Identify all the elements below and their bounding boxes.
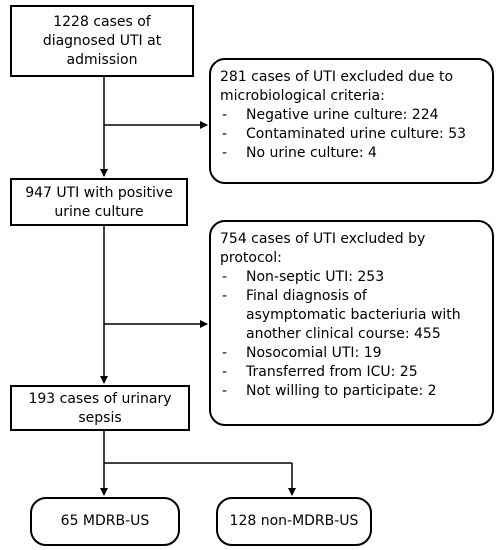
- protocol-exclusion-box: 754 cases of UTI excluded by protocol: N…: [209, 220, 494, 426]
- exclusion-item: Transferred from ICU: 25: [220, 363, 484, 382]
- exclusion-item: Final diagnosis of: [220, 287, 484, 306]
- admission-box: 1228 cases of diagnosed UTI at admission: [10, 5, 194, 77]
- exclusion-item: Nosocomial UTI: 19: [220, 344, 484, 363]
- exclusion-item: No urine culture: 4: [220, 144, 484, 163]
- positive-culture-line: urine culture: [54, 204, 144, 220]
- admission-line: 1228 cases of: [53, 14, 151, 30]
- non-mdrb-line: 128 non-MDRB-US: [229, 513, 359, 529]
- exclusion-heading: protocol:: [220, 250, 282, 266]
- exclusion-item: Not willing to participate: 2: [220, 382, 484, 401]
- sepsis-box: 193 cases of urinary sepsis: [10, 385, 190, 431]
- exclusion-item-continued: another clinical course: 455: [246, 326, 441, 342]
- admission-line: admission: [66, 52, 138, 68]
- exclusion-heading: 754 cases of UTI excluded by: [220, 231, 426, 247]
- exclusion-item: Non-septic UTI: 253: [220, 268, 484, 287]
- exclusion-item: Contaminated urine culture: 53: [220, 125, 484, 144]
- exclusion-list: Non-septic UTI: 253 Final diagnosis of a…: [220, 268, 484, 401]
- exclusion-heading: 281 cases of UTI excluded due to: [220, 69, 454, 85]
- sepsis-line: 193 cases of urinary: [28, 391, 172, 407]
- exclusion-item: Negative urine culture: 224: [220, 106, 484, 125]
- exclusion-list: Negative urine culture: 224 Contaminated…: [220, 106, 484, 163]
- mdrb-box: 65 MDRB-US: [30, 497, 180, 546]
- microbiological-exclusion-box: 281 cases of UTI excluded due to microbi…: [209, 58, 494, 184]
- mdrb-line: 65 MDRB-US: [60, 513, 150, 529]
- admission-line: diagnosed UTI at: [42, 33, 162, 49]
- exclusion-heading: microbiological criteria:: [220, 88, 385, 104]
- sepsis-line: sepsis: [78, 410, 122, 426]
- exclusion-item-continued: asymptomatic bacteriuria with: [246, 307, 461, 323]
- positive-culture-box: 947 UTI with positive urine culture: [10, 178, 188, 226]
- positive-culture-line: 947 UTI with positive: [25, 185, 173, 201]
- non-mdrb-box: 128 non-MDRB-US: [216, 497, 372, 546]
